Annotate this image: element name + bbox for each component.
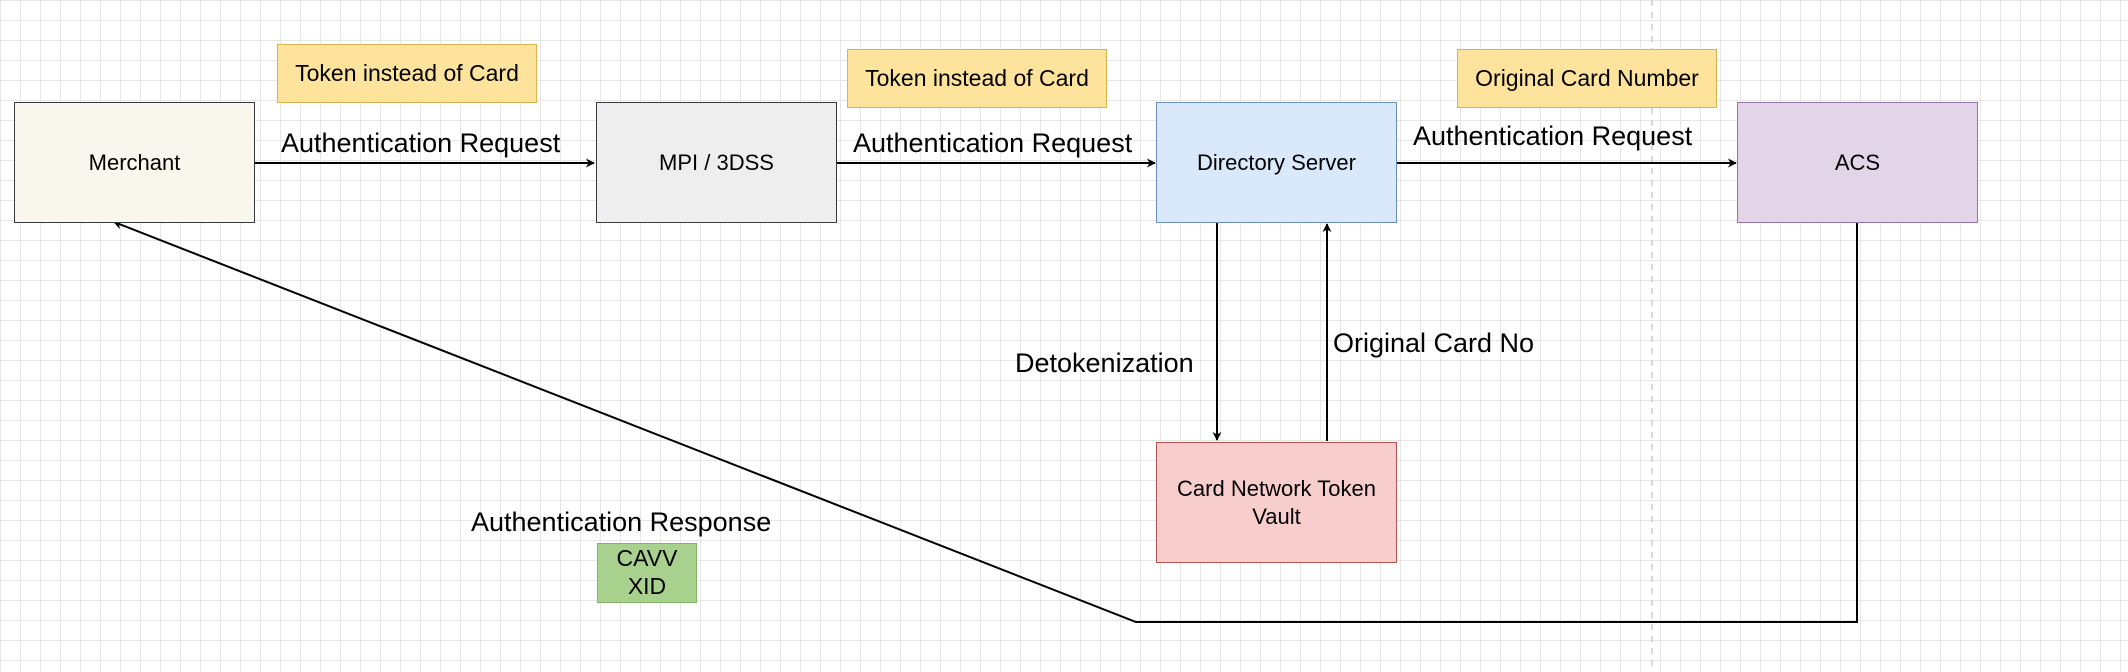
edge-label-auth-request-1: Authentication Request (281, 128, 561, 158)
mpi-3dss-label: MPI / 3DSS (659, 149, 774, 175)
mpi-3dss-node[interactable]: MPI / 3DSS (596, 102, 837, 223)
acs-node[interactable]: ACS (1737, 102, 1978, 223)
note-text: Token instead of Card (295, 60, 519, 86)
card-network-token-vault-node[interactable]: Card Network Token Vault (1156, 442, 1397, 563)
directory-server-label: Directory Server (1197, 149, 1356, 175)
edge-label-auth-request-3: Authentication Request (1413, 121, 1693, 151)
directory-server-node[interactable]: Directory Server (1156, 102, 1397, 223)
note-original-card-number[interactable]: Original Card Number (1457, 49, 1717, 108)
acs-label: ACS (1834, 149, 1881, 175)
edge-label-original-card-no: Original Card No (1333, 328, 1535, 358)
payload-xid: XID (627, 573, 667, 599)
edge-label-detokenization: Detokenization (1015, 348, 1194, 378)
edge-label-auth-request-2: Authentication Request (853, 128, 1133, 158)
token-vault-label-line2: Vault (1252, 503, 1301, 529)
note-token-instead-of-card-2[interactable]: Token instead of Card (847, 49, 1107, 108)
note-text: Original Card Number (1475, 65, 1699, 91)
note-token-instead-of-card-1[interactable]: Token instead of Card (277, 44, 537, 103)
merchant-node[interactable]: Merchant (14, 102, 255, 223)
edge-label-auth-response: Authentication Response (471, 507, 772, 537)
arrow-auth-response[interactable] (113, 220, 1858, 623)
payload-cavv: CAVV (616, 545, 678, 572)
cavv-xid-payload[interactable]: CAVV XID (597, 543, 697, 603)
token-vault-label-line1: Card Network Token (1177, 476, 1376, 501)
note-text: Token instead of Card (865, 65, 1089, 91)
merchant-label: Merchant (88, 149, 181, 175)
